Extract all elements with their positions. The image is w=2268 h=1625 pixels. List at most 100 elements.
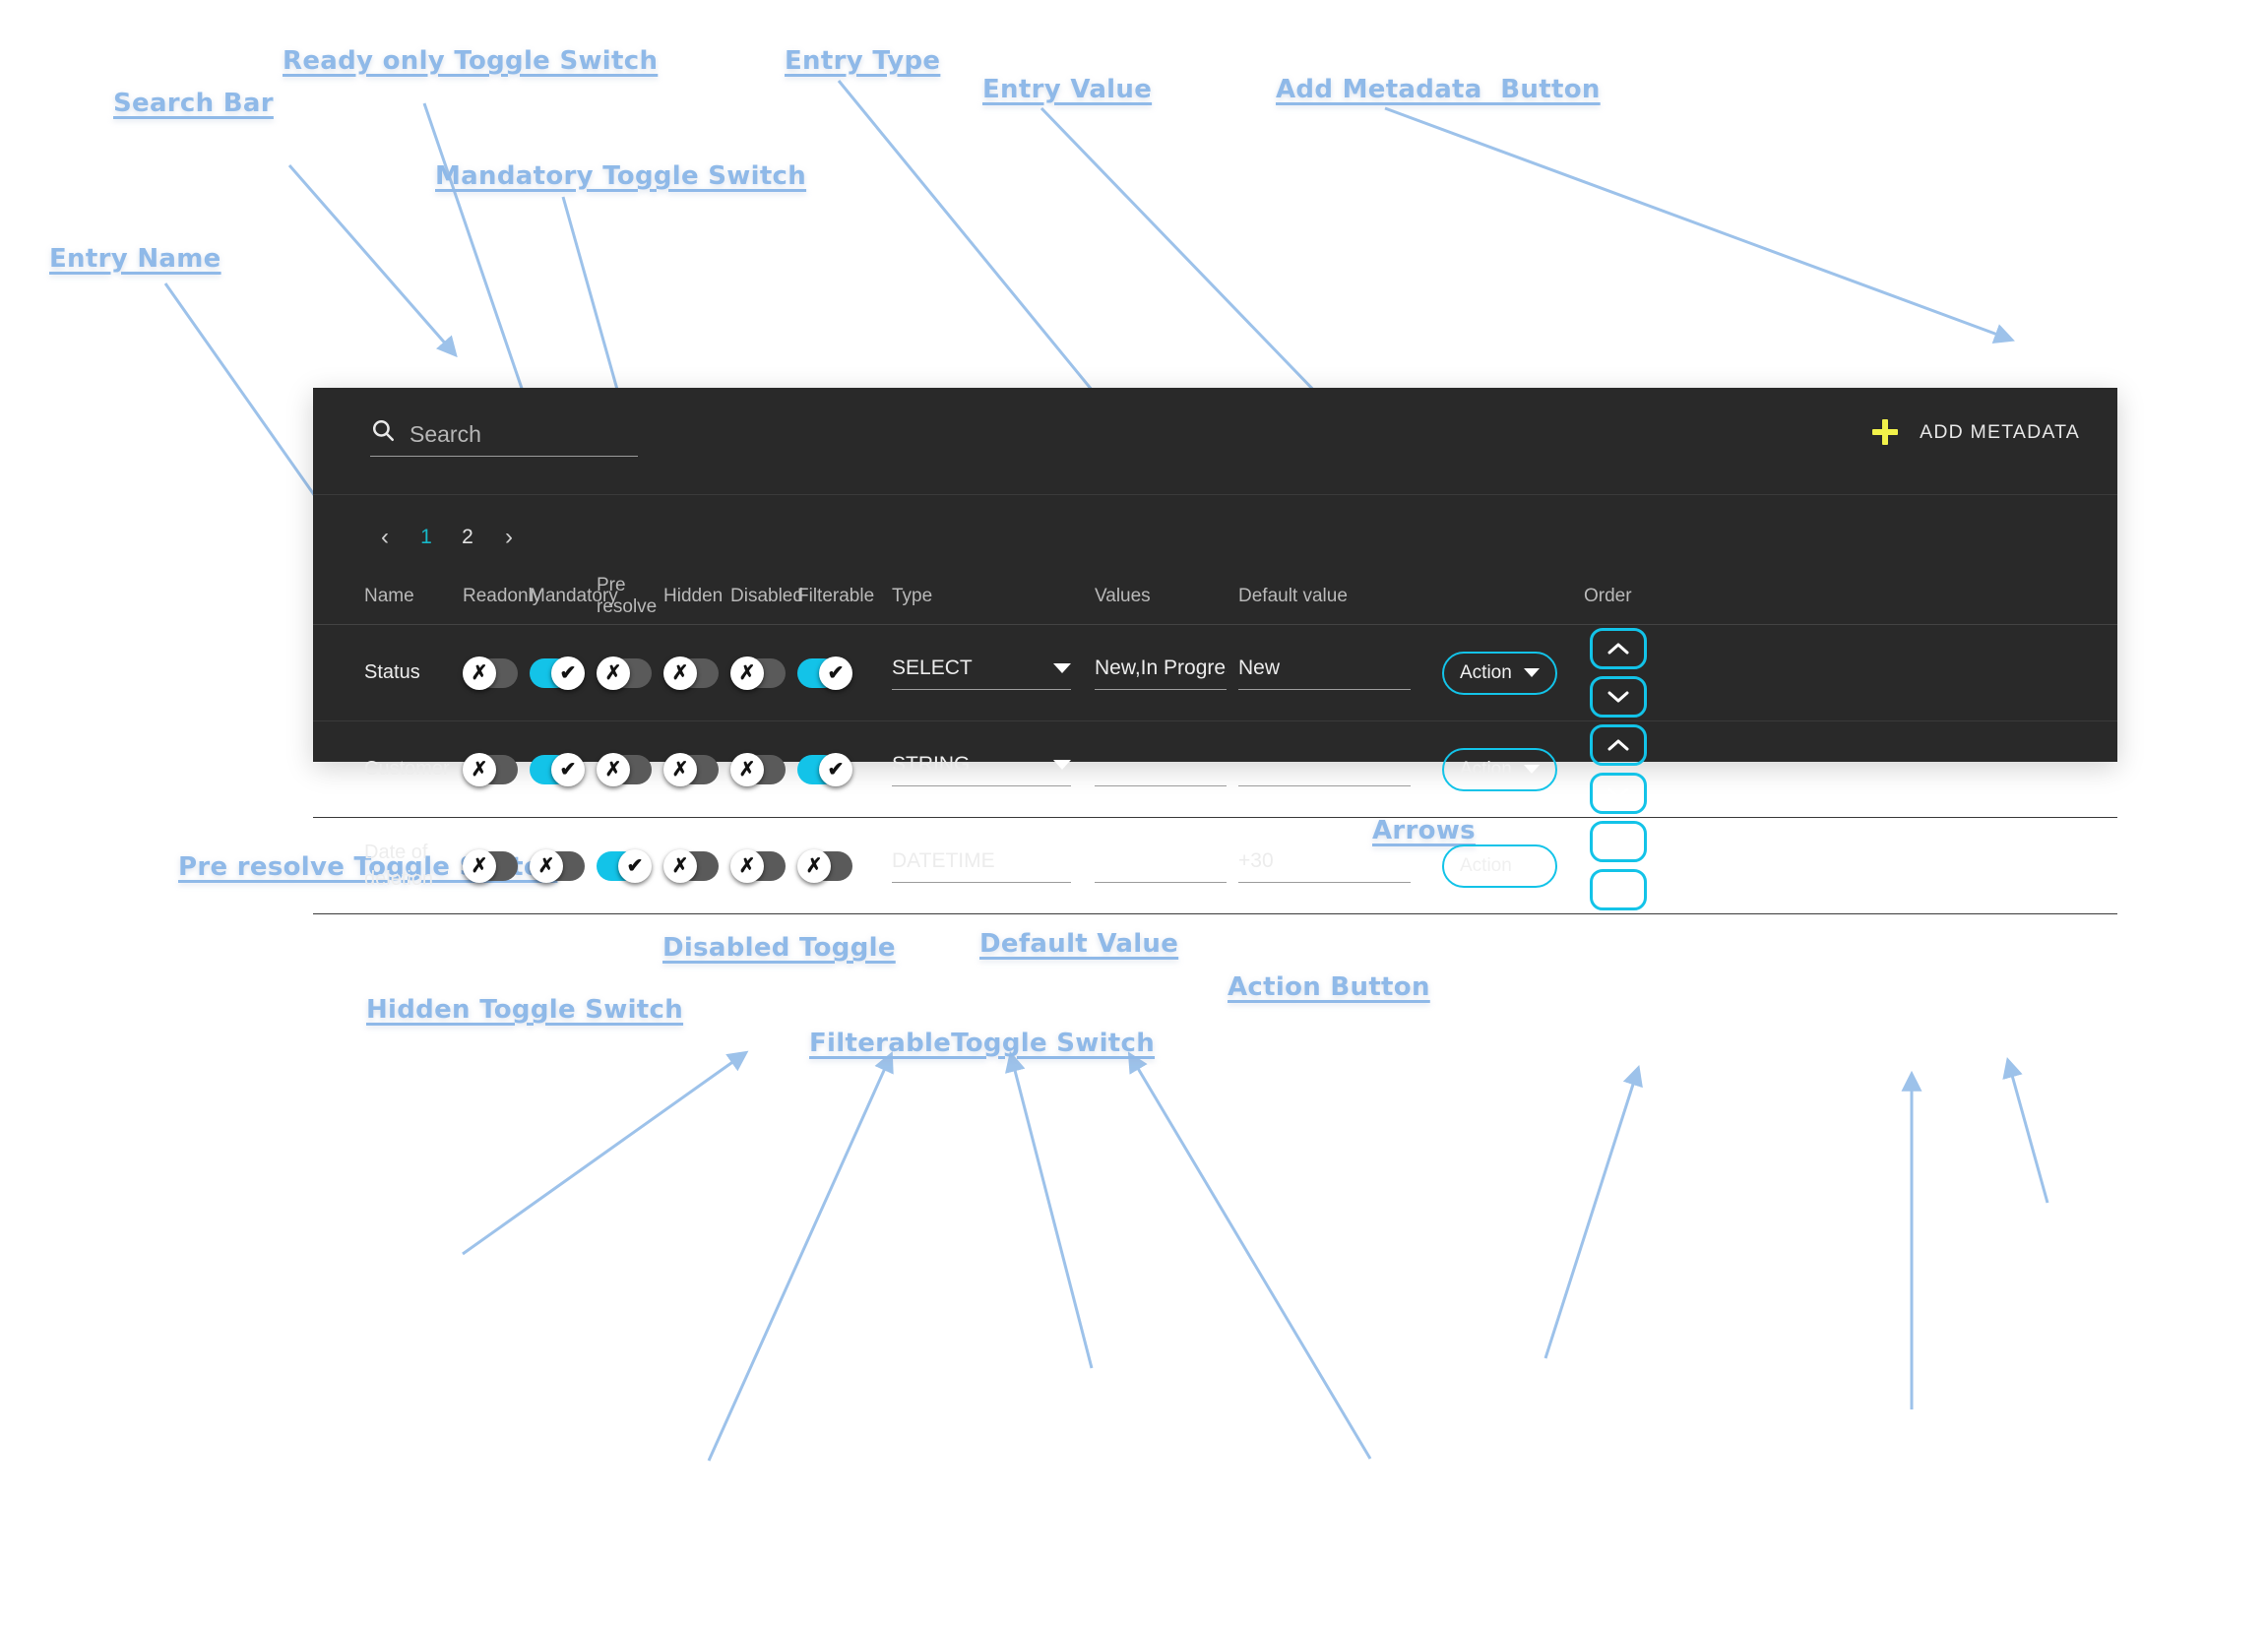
mandatory-toggle-switch[interactable]: ✗ — [530, 848, 585, 883]
move-up-button[interactable] — [1590, 724, 1647, 766]
annotation-label-entry-name: Entry Name — [49, 244, 221, 274]
move-down-button[interactable] — [1590, 773, 1647, 814]
preresolve-toggle-switch[interactable]: ✗ — [597, 752, 652, 786]
annotation-label-entry-value: Entry Value — [982, 75, 1153, 104]
cross-icon: ✗ — [805, 854, 823, 877]
check-icon: ✔ — [827, 758, 845, 781]
col-header-hidden: Hidden — [663, 585, 724, 606]
cell-default-value: +30 — [1238, 848, 1411, 883]
search-input[interactable] — [410, 421, 638, 448]
hidden-toggle-switch[interactable]: ✗ — [663, 752, 719, 786]
cross-icon: ✗ — [738, 758, 756, 781]
mandatory-toggle-switch[interactable]: ✔ — [530, 752, 585, 786]
entry-type-select[interactable]: SELECT — [892, 656, 1071, 690]
toggle-knob: ✗ — [663, 656, 697, 690]
disabled-toggle-switch[interactable]: ✗ — [730, 656, 786, 690]
toggle-knob: ✔ — [551, 752, 585, 786]
cell-mandatory: ✔ — [530, 656, 597, 690]
toggle-knob: ✗ — [730, 752, 764, 786]
toggle-knob: ✗ — [597, 656, 630, 690]
annotation-label-action-button: Action Button — [1228, 972, 1430, 1002]
chevron-down-icon — [1523, 765, 1540, 774]
chevron-down-icon — [1523, 668, 1540, 677]
entry-values-input-text — [1095, 849, 1101, 873]
entry-type-select-text: DATETIME — [892, 849, 995, 872]
disabled-toggle-switch[interactable]: ✗ — [730, 848, 786, 883]
check-icon: ✔ — [626, 854, 644, 877]
col-header-filterable: Filterable — [797, 585, 875, 606]
pagination-prev-icon[interactable]: ‹ — [381, 524, 389, 550]
chevron-down-icon — [1053, 663, 1071, 673]
cell-disabled: ✗ — [730, 848, 797, 883]
preresolve-toggle-switch[interactable]: ✔ — [597, 848, 652, 883]
cell-mandatory: ✔ — [530, 752, 597, 786]
cell-filterable: ✗ — [797, 848, 864, 883]
action-button-label: Action — [1460, 661, 1512, 683]
col-header-preresolve: Pre resolve — [597, 574, 658, 617]
entry-values-input[interactable] — [1095, 752, 1227, 786]
pagination-page-2[interactable]: 2 — [462, 526, 473, 548]
move-up-button[interactable] — [1590, 628, 1647, 669]
default-value-input[interactable] — [1238, 752, 1411, 786]
cross-icon: ✗ — [671, 758, 689, 781]
default-value-input-text — [1238, 753, 1244, 777]
entry-type-select[interactable]: STRING — [892, 752, 1071, 786]
entry-values-input[interactable] — [1095, 848, 1227, 883]
pagination-page-1[interactable]: 1 — [420, 526, 432, 548]
annotation-label-hidden-toggle: Hidden Toggle Switch — [366, 995, 684, 1025]
readonly-toggle-switch[interactable]: ✗ — [463, 848, 518, 883]
add-metadata-button[interactable]: ADD METADATA — [1872, 419, 2080, 445]
cross-icon: ✗ — [738, 854, 756, 877]
cell-type: DATETIME — [892, 848, 1071, 883]
default-value-input[interactable]: New — [1238, 656, 1411, 690]
readonly-toggle-switch[interactable]: ✗ — [463, 752, 518, 786]
hidden-toggle-switch[interactable]: ✗ — [663, 656, 719, 690]
toggle-knob: ✗ — [463, 752, 496, 786]
entry-values-input[interactable]: New,In Progres — [1095, 656, 1227, 690]
move-up-button[interactable] — [1590, 821, 1647, 862]
cell-action: Action — [1442, 844, 1560, 888]
cell-hidden: ✗ — [663, 656, 730, 690]
toggle-knob: ✔ — [551, 656, 585, 690]
cell-default-value: New — [1238, 656, 1411, 690]
annotation-label-add-metadata-button: Add Metadata Button — [1276, 75, 1601, 104]
cell-values — [1095, 752, 1227, 786]
cell-filterable: ✔ — [797, 656, 864, 690]
move-down-button[interactable] — [1590, 869, 1647, 910]
default-value-input-text: New — [1238, 656, 1281, 679]
action-button[interactable]: Action — [1442, 844, 1557, 888]
readonly-toggle-switch[interactable]: ✗ — [463, 656, 518, 690]
filterable-toggle-switch[interactable]: ✔ — [797, 656, 852, 690]
default-value-input[interactable]: +30 — [1238, 848, 1411, 883]
entry-type-select-text: STRING — [892, 753, 971, 776]
action-button[interactable]: Action — [1442, 747, 1557, 791]
move-down-button[interactable] — [1590, 676, 1647, 718]
arrow-search-bar — [287, 164, 458, 358]
cell-disabled: ✗ — [730, 656, 797, 690]
preresolve-toggle-switch[interactable]: ✗ — [597, 656, 652, 690]
action-button[interactable]: Action — [1442, 651, 1557, 695]
arrow-add-metadata — [1384, 106, 2015, 344]
mandatory-toggle-switch[interactable]: ✔ — [530, 656, 585, 690]
disabled-toggle-switch[interactable]: ✗ — [730, 752, 786, 786]
cell-disabled: ✗ — [730, 752, 797, 786]
cell-hidden: ✗ — [663, 752, 730, 786]
cross-icon: ✗ — [471, 758, 488, 781]
table-row: Customer✗✔✗✗✗✔STRING Action — [313, 721, 2117, 818]
cell-mandatory: ✗ — [530, 848, 597, 883]
check-icon: ✔ — [559, 661, 577, 684]
pagination-next-icon[interactable]: › — [505, 524, 513, 550]
entry-type-select[interactable]: DATETIME — [892, 848, 1071, 883]
toggle-knob: ✗ — [530, 848, 563, 883]
filterable-toggle-switch[interactable]: ✔ — [797, 752, 852, 786]
cell-values — [1095, 848, 1227, 883]
filterable-toggle-switch[interactable]: ✗ — [797, 848, 852, 883]
annotation-label-arrows: Arrows — [1372, 816, 1476, 845]
col-header-values: Values — [1095, 585, 1151, 606]
cell-default-value — [1238, 752, 1411, 786]
search-bar[interactable] — [370, 417, 638, 457]
cell-action: Action — [1442, 651, 1560, 695]
hidden-toggle-switch[interactable]: ✗ — [663, 848, 719, 883]
col-header-default: Default value — [1238, 585, 1348, 606]
